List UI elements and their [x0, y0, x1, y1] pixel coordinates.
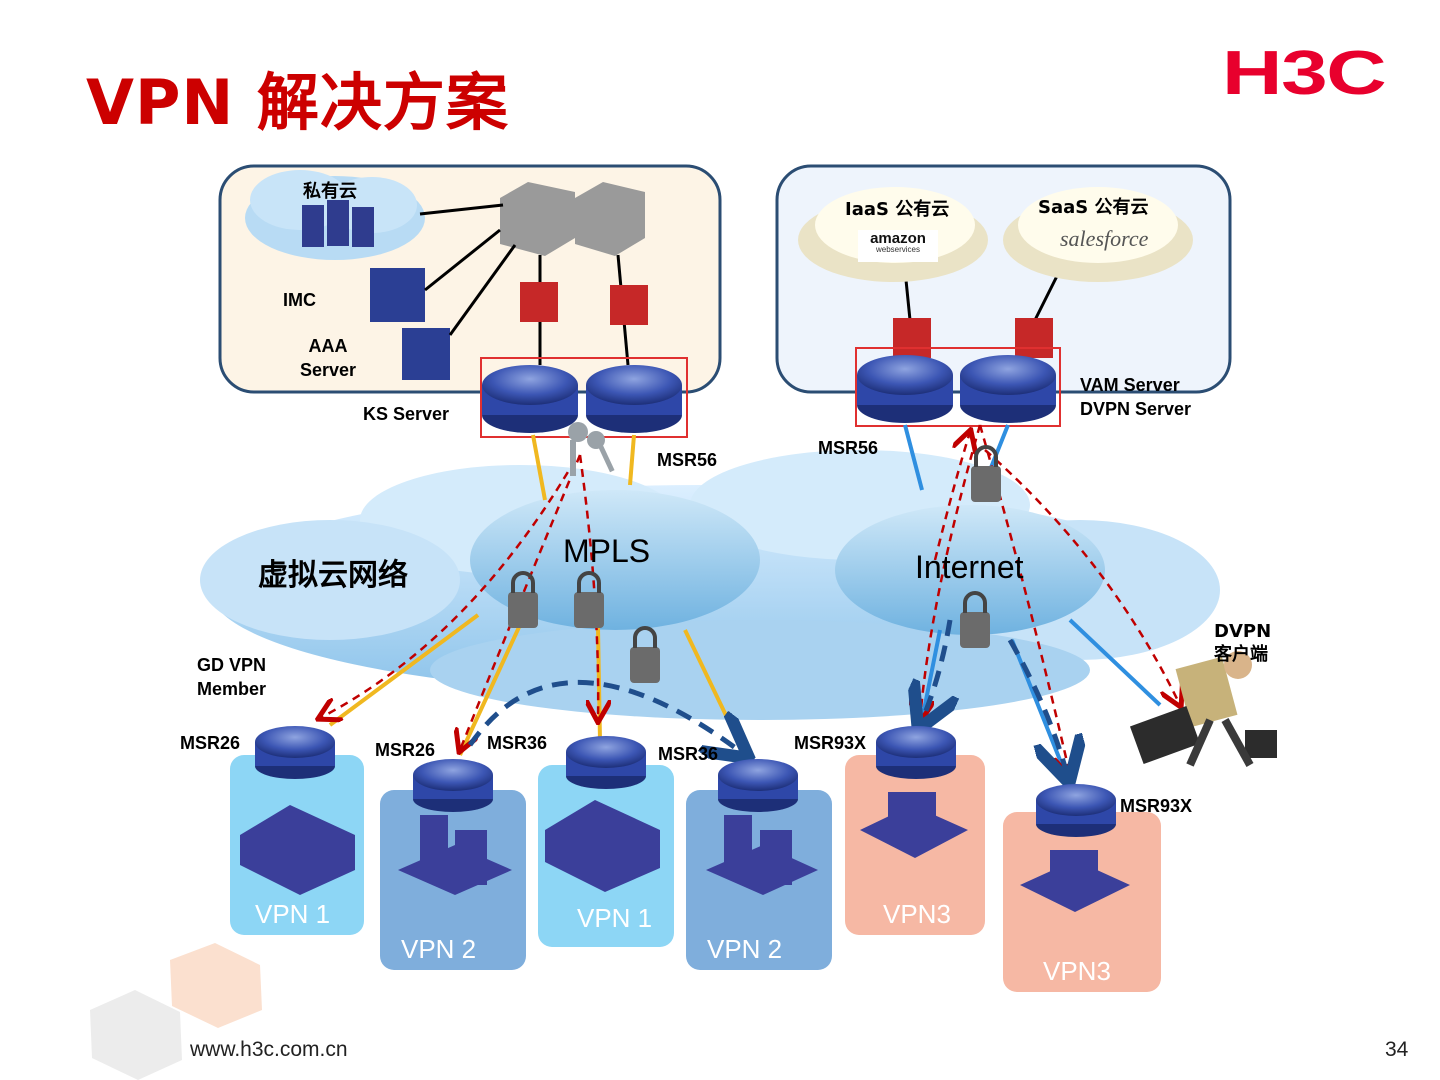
msr36-label-b: MSR36 [658, 744, 719, 764]
dvpn-client-label: DVPN 客户端 [1214, 620, 1271, 666]
virtual-cloud-label: 虚拟云网络 [258, 558, 408, 593]
saas-cloud [1003, 187, 1193, 282]
msr26-label-a: MSR26 [180, 733, 241, 753]
dvpn-server-label: DVPN Server [1080, 399, 1192, 419]
private-cloud-label: 私有云 [303, 181, 357, 202]
aaa-label-line1: AAA [308, 336, 348, 356]
aaa-server-label: AAA Server [298, 336, 358, 381]
msr26-label-b: MSR26 [375, 740, 436, 760]
office-building-icon [398, 815, 818, 895]
page-number: 34 [1385, 1038, 1409, 1061]
gd-vpn-line2: Member [197, 679, 267, 699]
enterprise-building-icon [240, 800, 660, 895]
lock-icon [508, 445, 1001, 683]
retail-store-icon [860, 792, 1130, 912]
private-cloud [245, 170, 425, 260]
key-icon [568, 422, 615, 476]
firewall-icon [520, 282, 1053, 358]
vpn-label-e: VPN3 [883, 899, 951, 929]
imc-label: IMC [283, 290, 316, 310]
amazon-logo: amazon webservices [858, 230, 938, 262]
msr93x-label-b: MSR93X [1120, 796, 1193, 816]
internet-cloud [835, 505, 1105, 635]
vpn-label-c: VPN 1 [577, 903, 653, 933]
footer-url[interactable]: www.h3c.com.cn [190, 1038, 348, 1061]
salesforce-logo: salesforce [1060, 226, 1149, 251]
gd-vpn-member-label: GD VPN Member [197, 653, 266, 701]
hexagon-decoration [90, 943, 262, 1080]
msr56-right-label: MSR56 [818, 438, 879, 458]
page-title: VPN 解决方案 [86, 66, 509, 139]
vpn-label-f: VPN3 [1043, 956, 1111, 986]
msr56-router-icon [482, 355, 1056, 433]
vpn-label-a: VPN 1 [255, 899, 331, 929]
core-switch-icon [500, 182, 645, 256]
site-router-icon [255, 726, 1116, 837]
h3c-logo: H3C [1222, 39, 1387, 108]
dvpn-client-line1: DVPN [1214, 621, 1272, 642]
gd-vpn-line1: GD VPN [197, 655, 267, 675]
dvpn-client-line2: 客户端 [1214, 644, 1268, 665]
ks-server-label: KS Server [363, 404, 450, 424]
imc-server-icon [370, 268, 425, 322]
iaas-label: IaaS 公有云 [845, 199, 950, 220]
navy-dashed-arrows [467, 619, 1068, 778]
amazon-logo-subtext: webservices [875, 245, 920, 254]
mpls-label: MPLS [563, 533, 651, 569]
amazon-logo-text: amazon [870, 230, 926, 247]
msr93x-label-a: MSR93X [794, 733, 867, 753]
saas-label: SaaS 公有云 [1038, 197, 1149, 218]
mobile-user-icon [1129, 651, 1277, 767]
aaa-label-line2: Server [299, 360, 357, 380]
vpn-label-b: VPN 2 [401, 934, 477, 964]
aaa-server-icon [402, 328, 450, 380]
msr56-left-label: MSR56 [657, 450, 718, 470]
internet-label: Internet [915, 549, 1024, 585]
msr36-label-a: MSR36 [487, 733, 548, 753]
mpls-cloud [470, 490, 760, 630]
vpn-label-d: VPN 2 [707, 934, 783, 964]
vam-server-label: VAM Server [1080, 375, 1180, 395]
